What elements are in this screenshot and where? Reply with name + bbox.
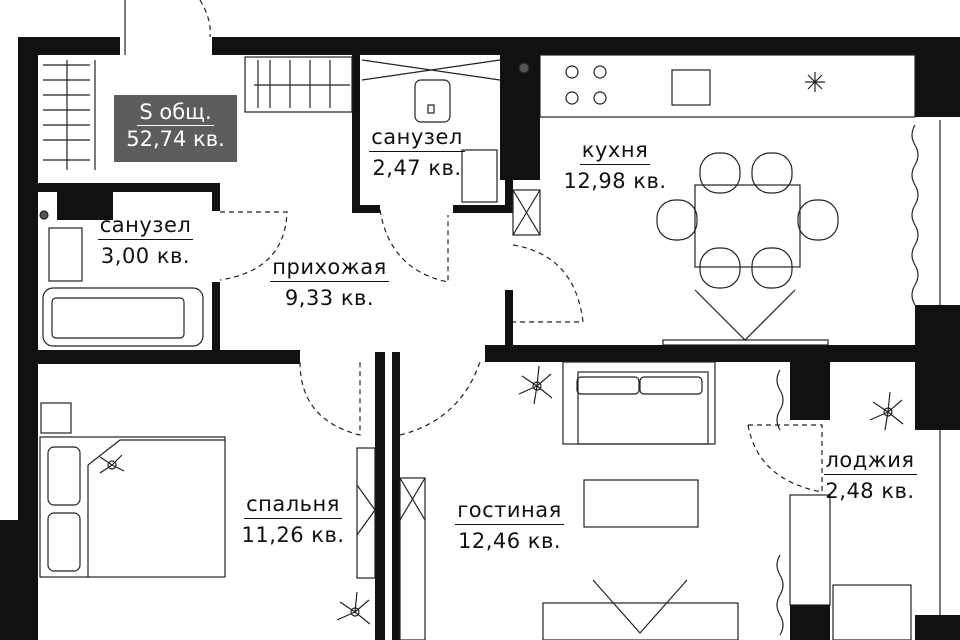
plant-icon	[869, 391, 904, 431]
plant-icon	[99, 454, 125, 474]
total-area-label: S общ.	[137, 100, 214, 126]
shelf-lines	[43, 60, 90, 170]
walls	[0, 37, 960, 640]
total-area-badge: S общ. 52,74 кв.	[114, 95, 237, 162]
plant-icon	[518, 365, 553, 405]
plant-icon	[336, 591, 371, 625]
fixtures	[39, 0, 941, 640]
total-area-value: 52,74 кв.	[126, 127, 225, 151]
